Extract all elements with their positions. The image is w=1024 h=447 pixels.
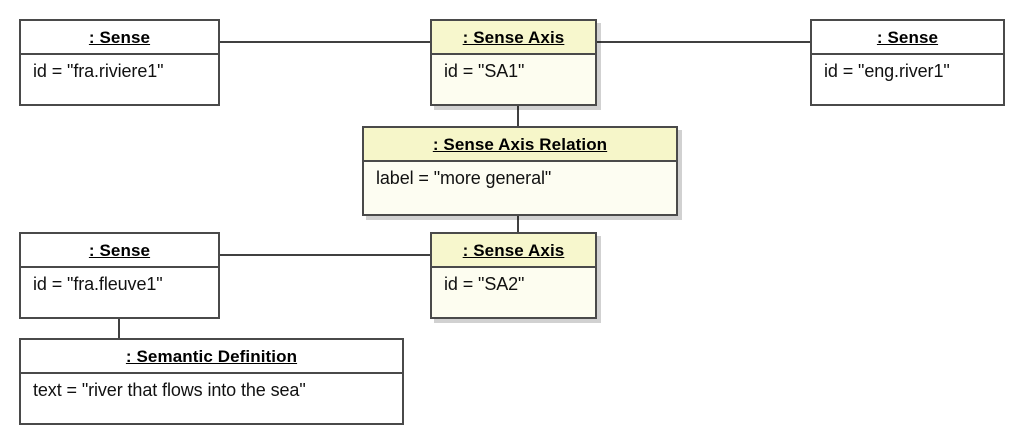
- object-node-semantic-definition[interactable]: : Semantic Definition text = "river that…: [19, 338, 404, 425]
- object-node-sense-axis-relation[interactable]: : Sense Axis Relation label = "more gene…: [362, 126, 678, 216]
- object-node-header: : Sense Axis: [432, 234, 595, 268]
- object-node-header: : Sense Axis: [432, 21, 595, 55]
- object-node-slot: id = "eng.river1": [824, 61, 950, 81]
- link-fleuve-semdef: [118, 317, 120, 338]
- object-node-slot: id = "fra.fleuve1": [33, 274, 163, 294]
- object-node-slot: label = "more general": [364, 162, 676, 214]
- object-node-sense-eng-river[interactable]: : Sense id = "eng.river1": [810, 19, 1005, 106]
- link-sa1-relation: [517, 104, 519, 128]
- object-node-header: : Sense: [812, 21, 1003, 55]
- object-node-sense-fra-riviere[interactable]: : Sense id = "fra.riviere1": [19, 19, 220, 106]
- link-relation-sa2: [517, 215, 519, 234]
- link-riviere-sa1: [219, 41, 431, 43]
- object-node-slot: text = "river that flows into the sea": [33, 380, 306, 400]
- object-node-sense-axis-sa1[interactable]: : Sense Axis id = "SA1": [430, 19, 597, 106]
- object-node-header: : Semantic Definition: [21, 340, 402, 374]
- link-sa1-river: [596, 41, 811, 43]
- object-node-sense-fra-fleuve[interactable]: : Sense id = "fra.fleuve1": [19, 232, 220, 319]
- object-node-slot: id = "SA2": [432, 268, 595, 317]
- object-node-slot: id = "SA1": [432, 55, 595, 104]
- object-node-slot: id = "fra.riviere1": [33, 61, 164, 81]
- object-node-sense-axis-sa2[interactable]: : Sense Axis id = "SA2": [430, 232, 597, 319]
- object-node-header: : Sense Axis Relation: [364, 128, 676, 162]
- object-node-header: : Sense: [21, 234, 218, 268]
- object-node-header: : Sense: [21, 21, 218, 55]
- link-fleuve-sa2: [219, 254, 431, 256]
